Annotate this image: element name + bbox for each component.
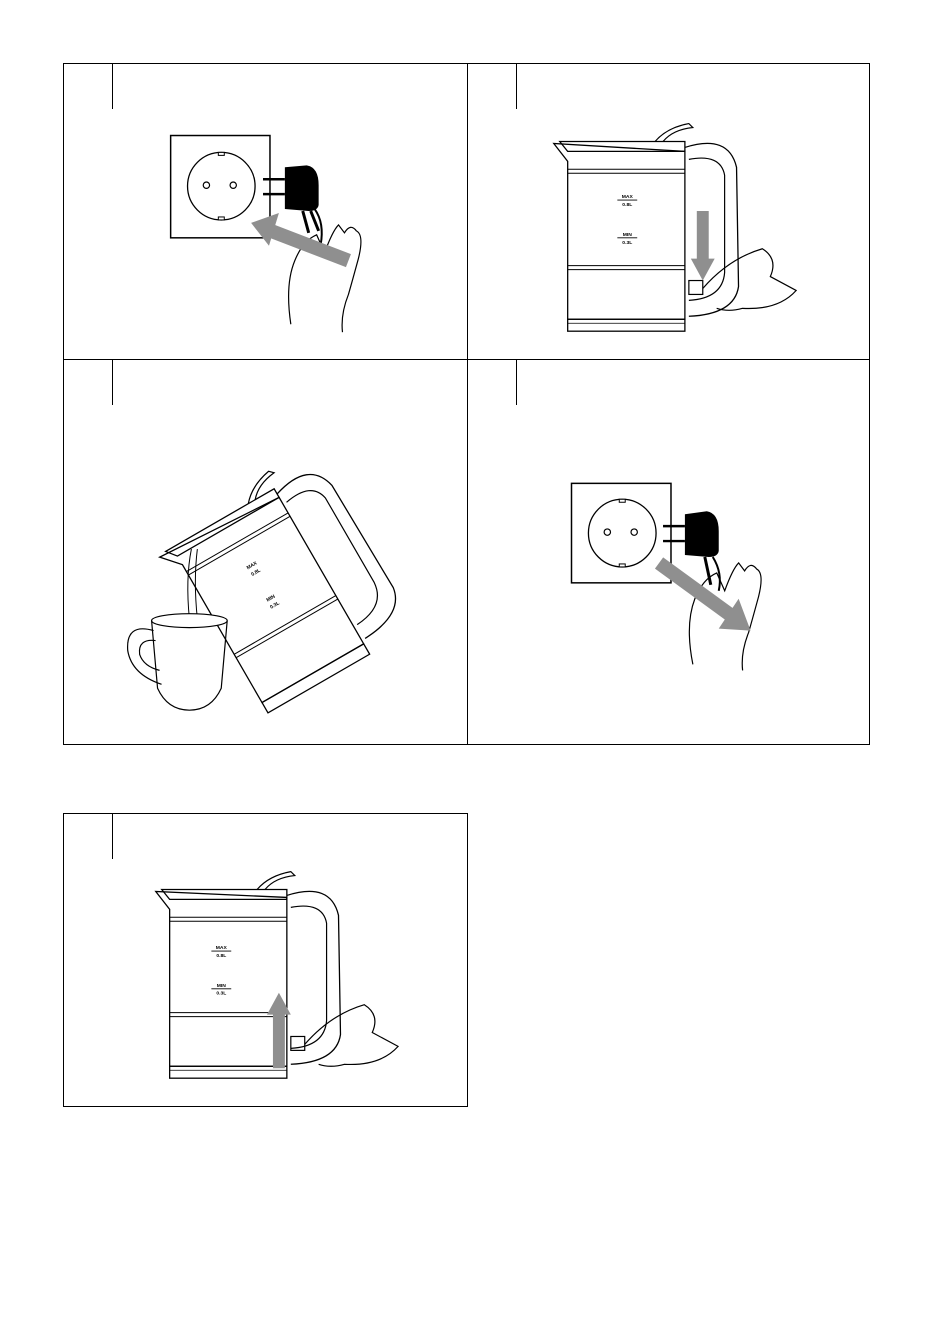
cup-icon <box>152 621 228 711</box>
plug-icon <box>285 165 319 211</box>
open-lid-illustration: MAX 0.8L MIN 0.3L <box>468 64 869 359</box>
min-mark: MIN <box>623 232 633 238</box>
max-volume-mark: 0.8L <box>216 953 226 959</box>
plug-icon <box>685 511 719 557</box>
max-mark: MAX <box>216 945 228 951</box>
max-mark: MAX <box>622 194 634 200</box>
kettle-tilted: MAX 0.8L MIN 0.3L <box>150 446 416 720</box>
socket-ring <box>588 499 656 567</box>
close-lid-illustration: MAX 0.8L MIN 0.3L <box>64 814 467 1106</box>
press-arrow <box>691 259 715 281</box>
hand <box>703 249 796 311</box>
cup-rim <box>152 614 228 628</box>
panel-plug-in <box>63 63 468 360</box>
min-volume-mark: 0.3L <box>622 240 632 246</box>
panel-unplug <box>467 359 870 745</box>
socket-ring <box>188 152 256 220</box>
min-volume-mark: 0.3L <box>216 991 226 997</box>
lid-button <box>689 281 703 295</box>
panel-close-lid: MAX 0.8L MIN 0.3L <box>63 813 468 1107</box>
min-mark: MIN <box>217 983 227 989</box>
panel-open-lid: MAX 0.8L MIN 0.3L <box>467 63 870 360</box>
max-volume-mark: 0.8L <box>622 202 632 208</box>
hand <box>305 1005 398 1067</box>
panel-pour: MAX 0.8L MIN 0.3L <box>63 359 468 745</box>
pour-illustration: MAX 0.8L MIN 0.3L <box>64 360 467 744</box>
unplug-illustration <box>468 360 869 744</box>
plug-in-illustration <box>64 64 467 359</box>
